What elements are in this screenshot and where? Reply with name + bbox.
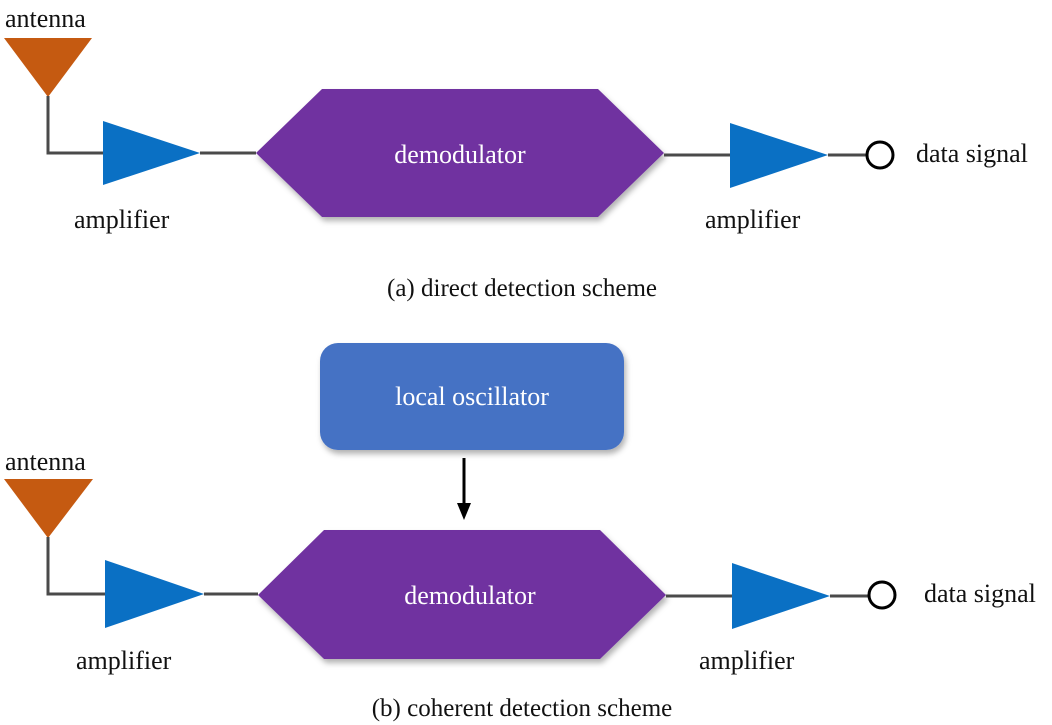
demodulator-label: demodulator: [394, 140, 526, 169]
direct-detection-scheme: antenna demodulator data signal amplifie…: [4, 4, 1028, 302]
demodulator-block: [256, 89, 664, 217]
antenna-label: antenna: [5, 447, 86, 476]
caption-direct: (a) direct detection scheme: [387, 275, 657, 302]
local-oscillator-label: local oscillator: [395, 382, 549, 411]
amplifier-label: amplifier: [699, 646, 795, 675]
antenna-label: antenna: [5, 4, 86, 33]
output-terminal-icon: [867, 580, 897, 610]
amplifier-icon: [105, 560, 204, 628]
antenna-icon: [4, 38, 92, 97]
demodulator-block: [258, 530, 666, 659]
antenna-wire: [46, 96, 104, 155]
amplifier-icon: [732, 563, 830, 629]
amplifier-label: amplifier: [76, 646, 172, 675]
antenna-icon: [4, 479, 93, 538]
amplifier-label: amplifier: [705, 205, 801, 234]
amplifier-label: amplifier: [74, 205, 170, 234]
output-terminal-icon: [865, 140, 895, 170]
oscillator-arrow-head: [457, 503, 471, 520]
caption-coherent: (b) coherent detection scheme: [372, 695, 673, 722]
amplifier-icon: [730, 123, 828, 188]
antenna-wire: [46, 537, 106, 596]
amplifier-icon: [103, 121, 200, 185]
data-signal-label: data signal: [924, 579, 1036, 608]
data-signal-label: data signal: [916, 139, 1028, 168]
demodulator-label: demodulator: [404, 581, 536, 610]
local-oscillator-block: [320, 343, 624, 450]
coherent-detection-scheme: local oscillator antenna demodulator dat…: [4, 343, 1036, 722]
